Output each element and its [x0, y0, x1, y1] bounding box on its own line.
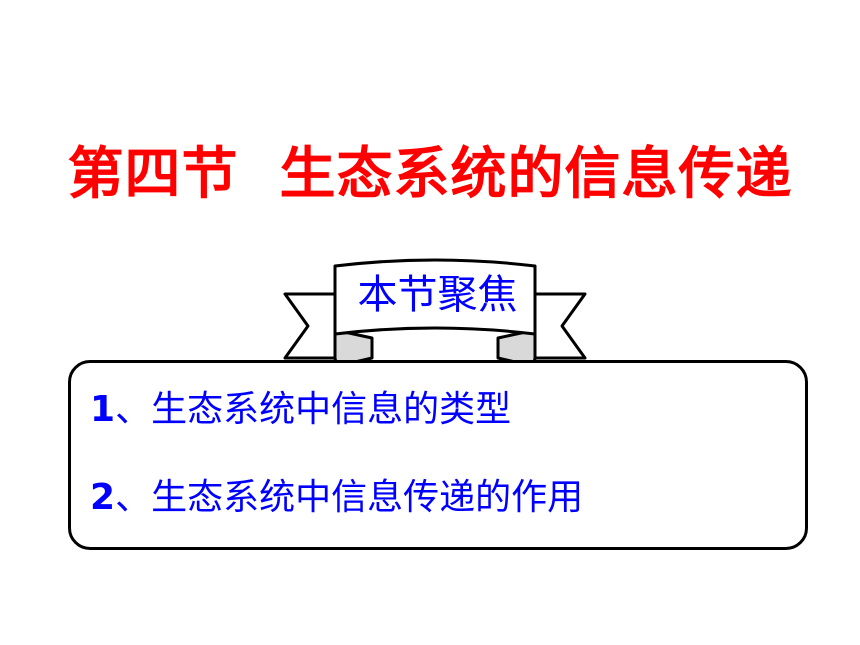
focus-item-2: 2、生态系统中信息传递的作用: [90, 474, 583, 522]
ribbon-face: [333, 258, 537, 336]
focus-item-text: 、生态系统中信息传递的作用: [115, 477, 584, 518]
focus-item-number: 2: [90, 477, 116, 518]
slide-title: 第四节 生态系统的信息传递: [67, 142, 793, 207]
focus-box: [68, 360, 808, 550]
ribbon-banner-icon: [283, 258, 587, 365]
ribbon-right-fold: [496, 328, 537, 365]
ribbon-left-tail: [283, 292, 342, 360]
focus-item-number: 1: [90, 389, 116, 430]
ribbon-label: 本节聚焦: [357, 272, 518, 318]
focus-item-1: 1、生态系统中信息的类型: [90, 386, 511, 434]
focus-item-text: 、生态系统中信息的类型: [115, 389, 512, 430]
ribbon-left-fold: [333, 328, 374, 365]
